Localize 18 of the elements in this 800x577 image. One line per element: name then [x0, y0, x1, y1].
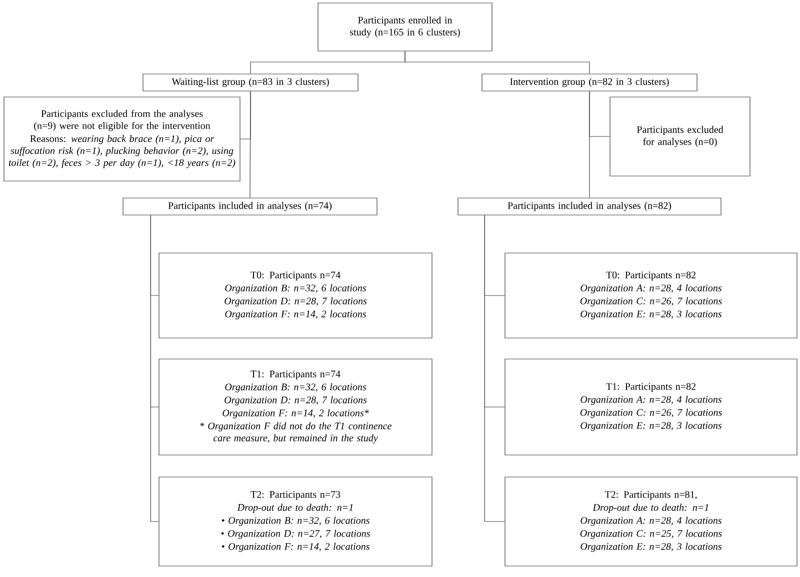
connector-line: [404, 51, 590, 74]
group-box: Waiting-list group (n=83 in 3 clusters): [142, 74, 358, 92]
connector-line: [150, 215, 160, 522]
connector-line: [484, 215, 505, 522]
exclusion-box: Participants excluded from the analyses (n=9) were not eligible for the intervention Reasons: wearing back brace (n=1), pica or suffocation risk (n=1), plucking behavior (n=2), using toilet (n=2), feces > 3 per day (n=1), <18 years (n=2): [4, 96, 240, 182]
timepoint-box: T1: Participants n=74 Organization B: n=32, 6 locations Organization D: n=28, 7 locations Organization F: n=14, 2 locations* * Organization F did not do the T1 continence care measure, but remained in the study: [158, 358, 432, 456]
timepoint-box: T2: Participants n=73 Drop-out due to death: n=1 • Organization B: n=32, 6 locations • Organization D: n=27, 7 locations • Organization F: n=14, 2 locations: [158, 476, 432, 566]
timepoint-box: T2: Participants n=81, Drop-out due to death: n=1 Organization A: n=28, 4 locations Organization C: n=25, 7 locations Organization E: n=28, 3 locations: [504, 476, 798, 566]
group-box: Intervention group (n=82 in 3 clusters): [482, 74, 698, 92]
process-box: Participants included in analyses (n=82): [458, 198, 722, 216]
connector-line: [250, 91, 251, 198]
connector-line: [589, 91, 590, 198]
process-box: Participants included in analyses (n=74): [122, 198, 378, 216]
exclusion-box: Participants excluded for analyses (n=0): [610, 96, 750, 176]
timepoint-box: T1: Participants n=82 Organization A: n=28, 4 locations Organization C: n=26, 7 locations Organization E: n=28, 3 locations: [504, 358, 798, 456]
timepoint-box: T0: Participants n=74 Organization B: n=32, 6 locations Organization D: n=28, 7 locations Organization F: n=14, 2 locations: [158, 252, 432, 338]
process-box: Participants enrolled in study (n=165 in 6 clusters): [318, 2, 492, 52]
timepoint-box: T0: Participants n=82 Organization A: n=28, 4 locations Organization C: n=26, 7 locations Organization E: n=28, 3 locations: [504, 252, 798, 338]
